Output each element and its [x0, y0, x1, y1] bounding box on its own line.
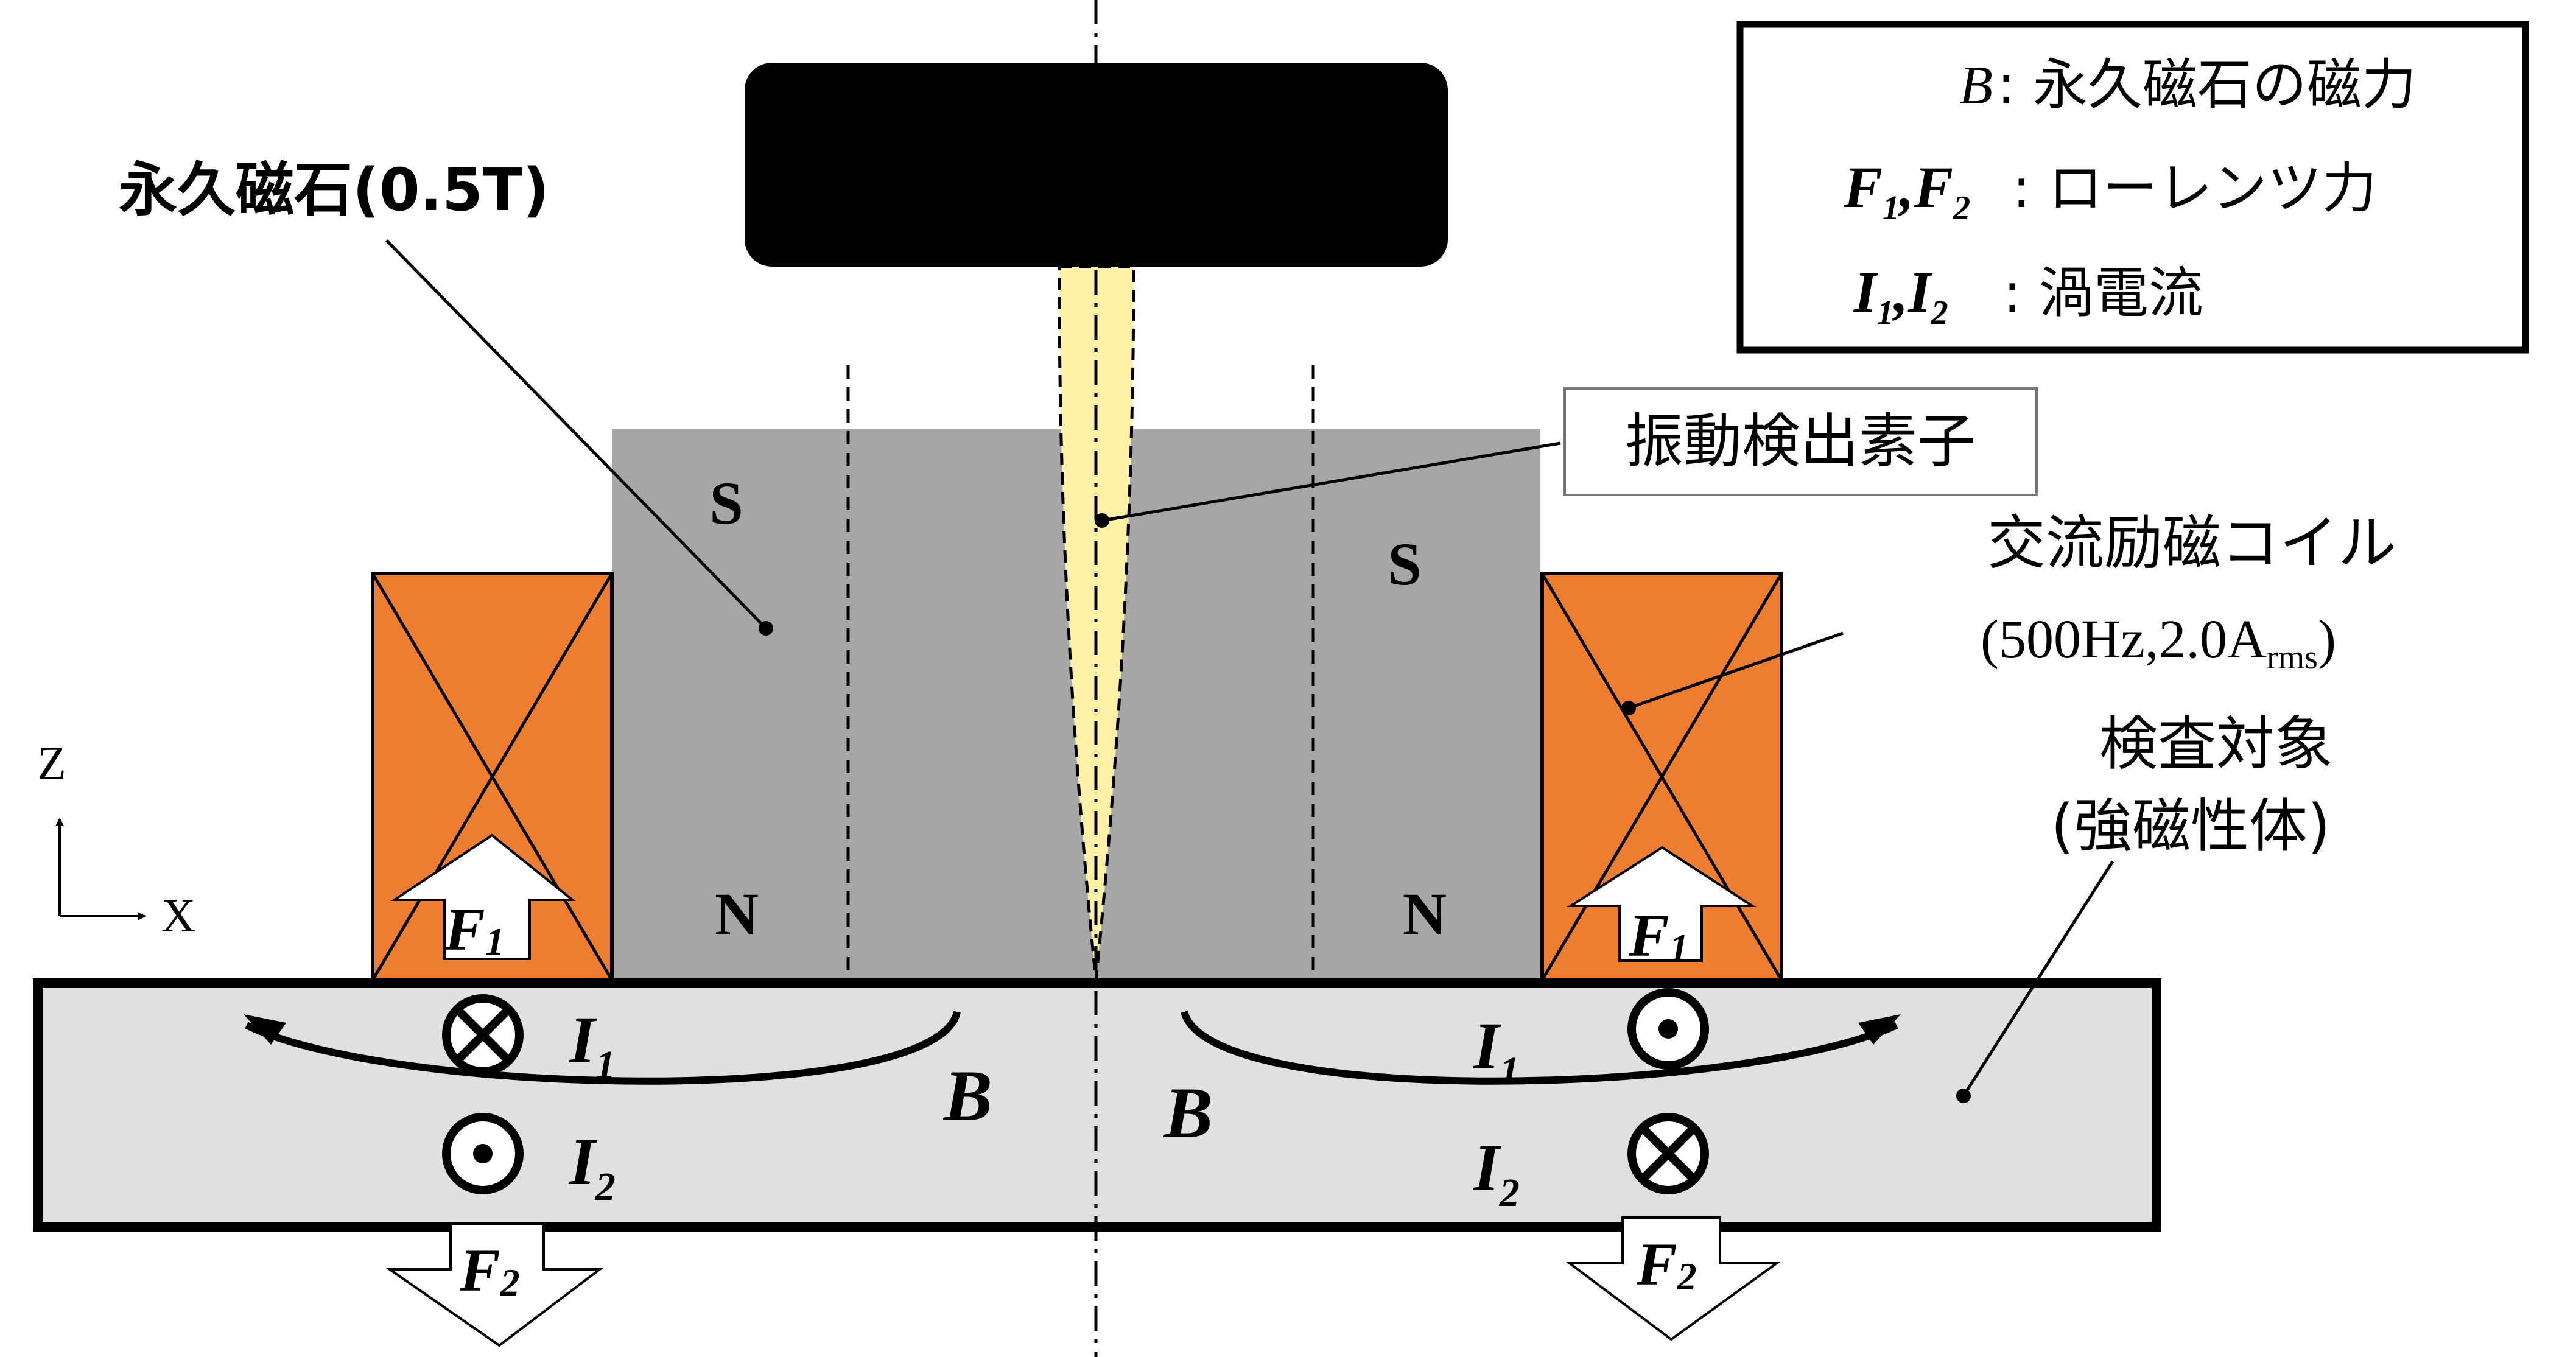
svg-text:: 渦電流: : 渦電流: [2003, 261, 2203, 325]
f2-label-right: F2: [1636, 1230, 1697, 1298]
axis-indicator: Z X: [37, 737, 195, 942]
target-sub-label: (強磁性体): [2051, 792, 2331, 860]
sensor-label-box: [1563, 387, 2038, 496]
pole-n-right: N: [1403, 880, 1447, 948]
current-out-of-page-right: [1627, 988, 1709, 1070]
leader-coil-dot: [1621, 701, 1636, 715]
svg-text:: 永久磁石の磁力: : 永久磁石の磁力: [1997, 53, 2416, 117]
magnet-label: 永久磁石(0.5T): [119, 156, 549, 224]
svg-text:B: B: [1959, 55, 1993, 116]
coil-label: 交流励磁コイル: [1987, 509, 2396, 577]
flux-arrowhead-right: [1858, 1014, 1901, 1045]
coil-spec-label: (500Hz,2.0Arms): [1981, 609, 2336, 676]
legend-row-f: F1,F2 : ローレンツ力: [1843, 155, 2377, 227]
sensor-label: 振動検出素子: [1625, 407, 1976, 475]
legend-box: [1736, 21, 2529, 354]
force-f1-arrow-left: [390, 833, 576, 960]
b-label-left: B: [942, 1055, 992, 1136]
force-f1-arrow-right: [1567, 846, 1757, 962]
b-label-right: B: [1163, 1072, 1213, 1153]
flux-arc-left: [245, 1011, 961, 1085]
i1-label-left: I1: [568, 1003, 616, 1087]
svg-text:F1,F2: F1,F2: [1843, 155, 1970, 227]
svg-text:I1,I2: I1,I2: [1853, 259, 1948, 332]
axis-z-label: Z: [37, 737, 66, 790]
target-label: 検査対象: [2099, 710, 2333, 778]
leader-coil: [1628, 631, 1844, 710]
leader-magnet: [385, 239, 767, 629]
current-into-page-left: [442, 994, 524, 1076]
current-into-page-right: [1627, 1113, 1709, 1194]
pole-s-left: S: [709, 469, 743, 537]
legend-row-b: B : 永久磁石の磁力: [1959, 53, 2416, 117]
pole-n-left: N: [715, 880, 759, 948]
pole-s-right: S: [1388, 530, 1422, 598]
f2-label-left: F2: [459, 1236, 520, 1304]
leader-target-dot: [1956, 1089, 1971, 1103]
f1-label-right: F1: [1628, 902, 1689, 969]
i1-label-right: I1: [1472, 1009, 1520, 1093]
i2-label-right: I2: [1472, 1131, 1520, 1215]
force-f2-arrow-left: [385, 1222, 603, 1347]
axis-x-label: X: [161, 889, 195, 942]
svg-text:: ローレンツ力: : ローレンツ力: [2012, 156, 2377, 220]
sensor-head: [745, 63, 1448, 267]
leader-sensor: [1101, 441, 1561, 522]
leader-sensor-dot: [1095, 513, 1109, 528]
current-out-of-page-left: [442, 1113, 524, 1194]
flux-arrowhead-left: [244, 1014, 286, 1045]
flux-arc-right: [1181, 1011, 1898, 1085]
i2-label-left: I2: [568, 1124, 616, 1209]
leader-magnet-dot: [759, 621, 773, 636]
f1-label-left: F1: [444, 896, 505, 963]
force-f2-arrow-right: [1565, 1216, 1781, 1341]
legend-row-i: I1,I2 : 渦電流: [1853, 259, 2203, 332]
leader-target: [1962, 860, 2114, 1097]
